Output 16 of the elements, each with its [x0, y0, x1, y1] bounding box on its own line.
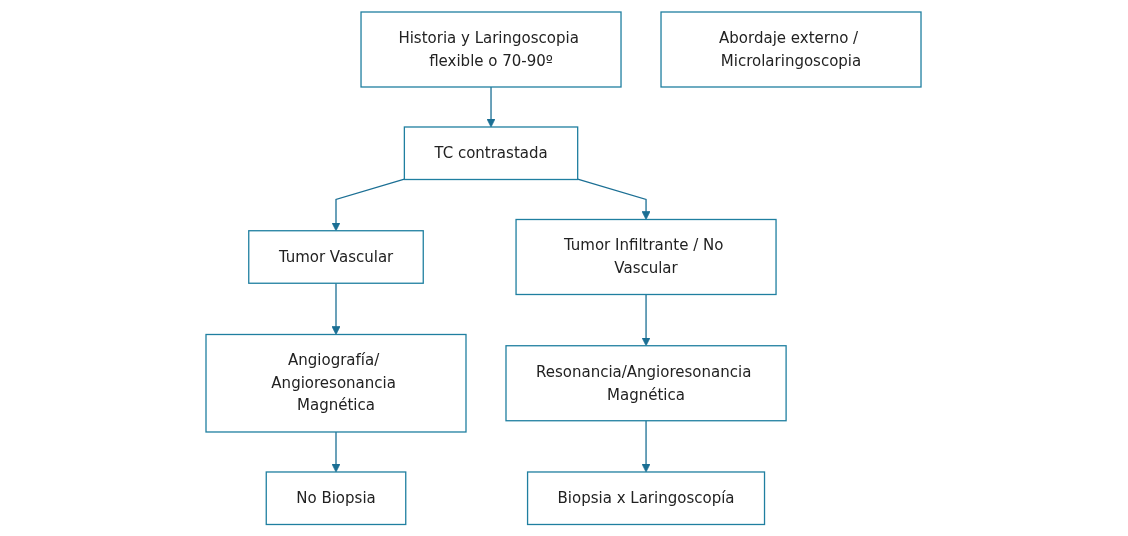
- arrow: [487, 86, 496, 128]
- arrow: [332, 282, 341, 335]
- node-box: Biopsia x Laringoscopía: [527, 471, 766, 525]
- node-box: Tumor Infiltrante / No Vascular: [515, 218, 778, 295]
- node-box: Angiografía/ Angioresonancia Magnética: [205, 333, 468, 433]
- node-box: Resonancia/Angioresonancia Magnética: [505, 344, 788, 422]
- node-box: Historia y Laringoscopia flexible o 70-90º: [360, 11, 623, 88]
- node-box: Tumor Vascular: [248, 229, 425, 284]
- node-box: Abordaje externo / Microlaringoscopia: [660, 11, 923, 88]
- arrow: [332, 178, 406, 231]
- arrow: [332, 431, 341, 473]
- arrow: [577, 178, 651, 220]
- node-box: TC contrastada: [404, 126, 579, 180]
- node-box: No Biopsia: [266, 471, 407, 525]
- arrow: [642, 293, 651, 346]
- arrow: [642, 419, 651, 473]
